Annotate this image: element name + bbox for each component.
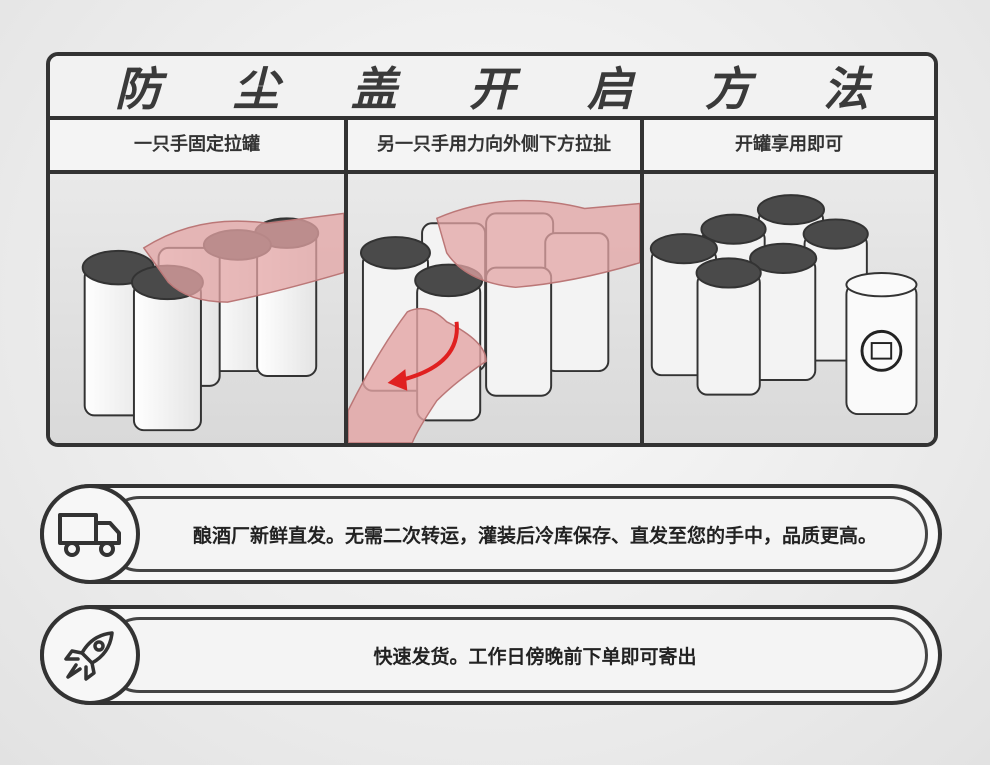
feature-icon-circle	[40, 484, 140, 584]
feature-icon-circle	[40, 605, 140, 705]
step-3-illustration	[644, 174, 934, 443]
step-3-label: 开罐享用即可	[735, 134, 843, 155]
title-bar: 防 尘 盖 开 启 方 法	[50, 56, 934, 120]
truck-icon	[58, 513, 121, 557]
feature-fast-delivery: 快速发货。工作日傍晚前下单即可寄出	[40, 605, 942, 705]
rocket-icon	[64, 631, 114, 681]
panel-title: 防 尘 盖 开 启 方 法	[114, 62, 898, 116]
step-labels-row: 一只手固定拉罐 另一只手用力向外侧下方拉扯 开罐享用即可	[50, 116, 934, 174]
step-1-label: 一只手固定拉罐	[50, 116, 348, 170]
step-2-illustration	[348, 174, 644, 443]
cans-pull-lid-image	[348, 199, 640, 443]
opening-method-panel: 防 尘 盖 开 启 方 法 一只手固定拉罐 另一只手用力向外侧下方拉扯 开罐享用…	[46, 52, 938, 447]
pill-inner: 快速发货。工作日傍晚前下单即可寄出	[102, 617, 928, 693]
step-1-illustration	[50, 174, 348, 443]
cans-opened-image	[649, 194, 918, 416]
step-2-label: 另一只手用力向外侧下方拉扯	[348, 116, 644, 170]
feature-fresh-shipping: 酿酒厂新鲜直发。无需二次转运，灌装后冷库保存、直发至您的手中，品质更高。	[40, 484, 942, 584]
cans-hand-hold-image	[81, 212, 344, 432]
feature-text: 酿酒厂新鲜直发。无需二次转运，灌装后冷库保存、直发至您的手中，品质更高。	[192, 524, 877, 547]
feature-text: 快速发货。工作日傍晚前下单即可寄出	[373, 645, 697, 668]
step-images-row	[50, 174, 934, 443]
pill-inner: 酿酒厂新鲜直发。无需二次转运，灌装后冷库保存、直发至您的手中，品质更高。	[102, 496, 928, 572]
